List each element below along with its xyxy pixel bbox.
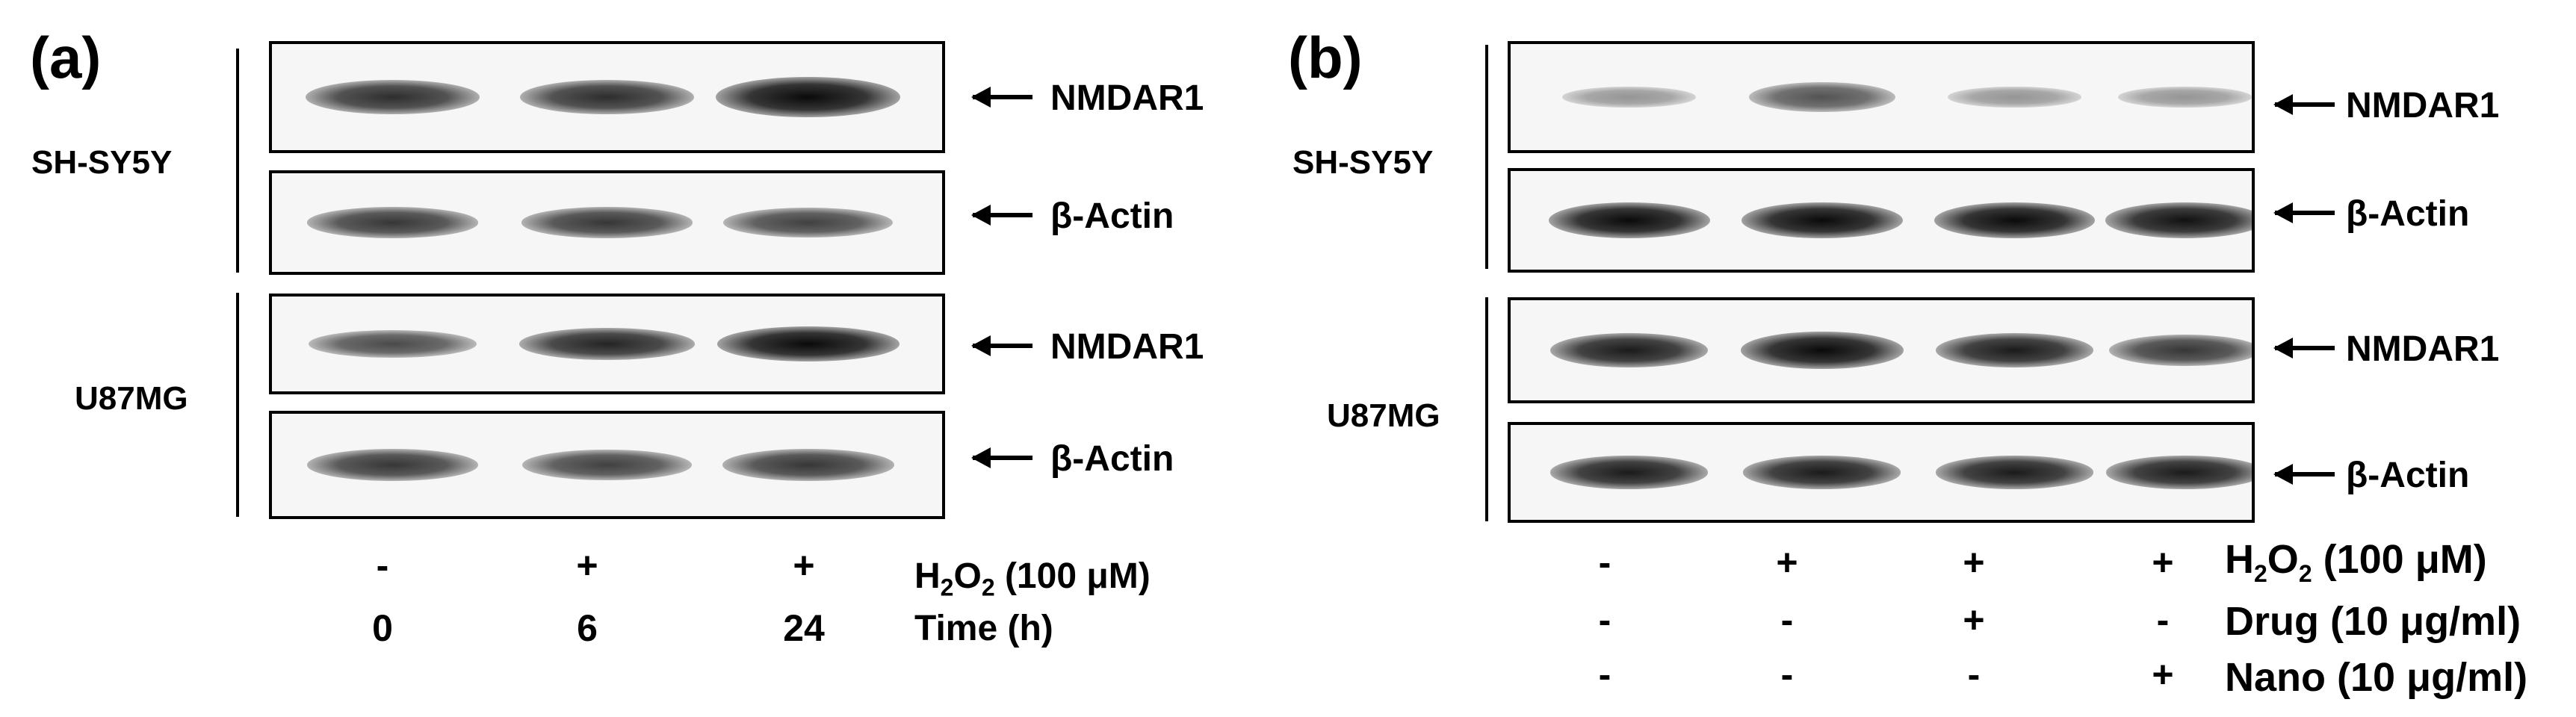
panel-b-row1-sign-3: + [1963,541,1985,583]
panel-a-treatment-label: H2O2 (100 μM) [914,556,1151,601]
panel-a-arrow-4 [971,447,1032,468]
blot-band [1550,456,1709,489]
blot-band [306,207,479,238]
blot-band [1548,202,1710,239]
panel-a-time-2: 6 [577,607,598,649]
blot-band [1562,86,1696,108]
panel-a-treat-sign-3: + [793,544,815,586]
blot-band [1948,86,2081,108]
panel-b-marker-shsy5y-nmdar1: NMDAR1 [2346,86,2500,125]
panel-a-time-3: 24 [783,607,825,649]
panel-b-row1-sign-1: - [1598,541,1611,583]
panel-a-marker-shsy5y-actin: β-Actin [1050,196,1174,236]
blot-band [716,77,900,117]
blot-band [521,449,693,481]
panel-b-bracket-u87mg [1485,297,1488,521]
blot-band [1740,331,1904,370]
panel-b-blot-shsy5y-nmdar1 [1508,41,2255,153]
blot-band [309,329,477,358]
panel-a-blot-shsy5y-actin [269,170,945,275]
blot-band [1936,456,2093,489]
panel-b-letter: (b) [1288,25,1363,90]
panel-b-row2-label: Drug (10 μg/ml) [2225,599,2521,644]
panel-b-row2-sign-2: - [1780,599,1794,641]
panel-a-cellline-shsy5y: SH-SY5Y [31,144,173,181]
blot-band [1936,332,2093,368]
panel-a-bracket-shsy5y [236,49,239,273]
blot-band [2106,456,2252,489]
panel-b-cellline-shsy5y: SH-SY5Y [1292,144,1434,181]
blot-band [1933,202,2096,239]
panel-a-time-1: 0 [372,607,393,649]
panel-b-arrow-4 [2273,464,2335,485]
blot-band [1743,456,1901,489]
blot-band [1550,332,1709,368]
panel-a-letter: (a) [30,25,102,90]
panel-b-row3-sign-1: - [1598,654,1611,695]
panel-a-treat-sign-1: - [376,544,389,586]
panel-a-time-label: Time (h) [914,609,1053,648]
panel-b-row3-sign-2: - [1780,654,1794,695]
panel-b-row2-sign-1: - [1598,599,1611,641]
panel-b-row2-sign-3: + [1963,599,1985,641]
panel-b-arrow-2 [2273,202,2335,223]
panel-b-arrow-1 [2273,94,2335,115]
blot-band [306,79,480,115]
blot-band [1748,82,1895,112]
panel-b-bracket-shsy5y [1485,45,1488,269]
blot-band [520,79,694,115]
blot-band [518,328,696,360]
panel-a-arrow-2 [971,205,1032,226]
blot-band [716,326,900,361]
blot-band [723,208,894,238]
panel-a-marker-u87mg-actin: β-Actin [1050,439,1174,479]
panel-b-marker-shsy5y-actin: β-Actin [2346,194,2470,234]
panel-a-blot-u87mg-actin [269,411,945,519]
blot-band [306,448,479,481]
panel-a-marker-u87mg-nmdar1: NMDAR1 [1050,327,1204,367]
panel-a-arrow-1 [971,87,1032,108]
panel-b-row1-sign-2: + [1776,541,1798,583]
panel-b-blot-u87mg-nmdar1 [1508,297,2255,403]
panel-a-bracket-u87mg [236,293,239,517]
blot-band [722,448,894,481]
panel-b-marker-u87mg-actin: β-Actin [2346,456,2470,495]
panel-b-arrow-3 [2273,338,2335,358]
blot-band [1741,202,1903,239]
panel-a-blot-u87mg-nmdar1 [269,294,945,394]
blot-band [2118,86,2252,108]
panel-b-blot-shsy5y-actin [1508,168,2255,273]
panel-b-row1-sign-4: + [2152,541,2174,583]
panel-b-row2-sign-4: - [2156,599,2170,641]
blot-band [2105,202,2252,238]
panel-b-cellline-u87mg: U87MG [1327,397,1440,434]
panel-b-blot-u87mg-actin [1508,422,2255,523]
panel-a-marker-shsy5y-nmdar1: NMDAR1 [1050,78,1204,118]
panel-b-row3-sign-4: + [2152,654,2174,695]
panel-b-marker-u87mg-nmdar1: NMDAR1 [2346,329,2500,369]
panel-b-row1-label: H2O2 (100 μM) [2225,537,2487,587]
panel-a-treat-sign-2: + [576,544,598,586]
panel-a-blot-shsy5y-nmdar1 [269,41,945,153]
panel-b-row3-sign-3: - [1967,654,1981,695]
panel-b-row3-label: Nano (10 μg/ml) [2225,655,2528,700]
panel-a-arrow-3 [971,335,1032,356]
blot-band [521,207,693,238]
blot-band [2109,334,2252,367]
panel-a-cellline-u87mg: U87MG [75,380,188,417]
